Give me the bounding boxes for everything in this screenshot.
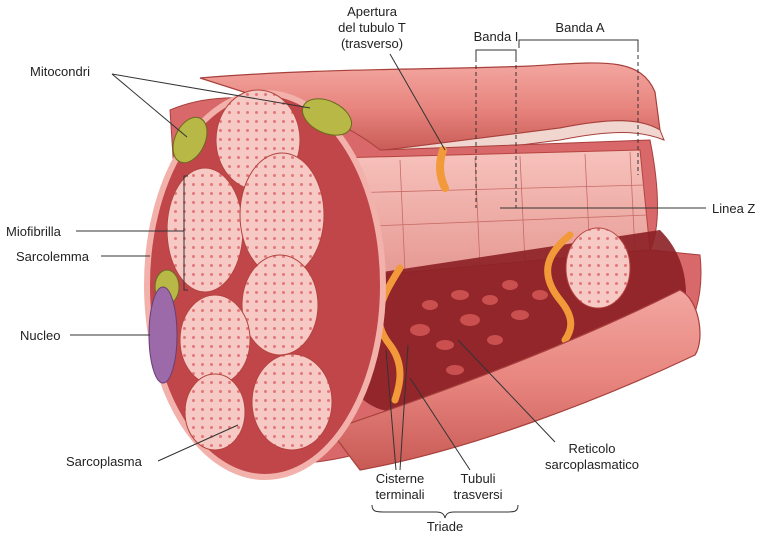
label-reticolo-line1: Reticolo	[569, 441, 616, 456]
label-banda-a: Banda A	[555, 20, 604, 35]
myofibril-section-right	[565, 227, 631, 309]
leader-mitocondri-2	[111, 73, 188, 138]
label-sarcolemma: Sarcolemma	[16, 249, 90, 264]
label-banda-i: Banda I	[474, 29, 519, 44]
t-tubule-left	[375, 264, 404, 404]
t-tubule-opening	[436, 146, 449, 192]
label-tubuli-line1: Tubuli	[461, 471, 496, 486]
label-apertura-line2: del tubulo T	[338, 20, 406, 35]
label-nucleo: Nucleo	[20, 328, 60, 343]
label-cisterne-line2: terminali	[375, 487, 424, 502]
label-linea-z: Linea Z	[712, 201, 755, 216]
nucleus	[148, 286, 178, 384]
bracket-banda-a	[518, 39, 639, 48]
sarcolemma-lower-sheet	[329, 289, 701, 471]
label-reticolo-line2: sarcoplasmatico	[545, 457, 639, 472]
label-miofibrilla: Miofibrilla	[6, 224, 62, 239]
label-mitocondri: Mitocondri	[30, 64, 90, 79]
leader-sarcoplasma	[157, 424, 239, 462]
label-apertura-line3: (trasverso)	[341, 36, 403, 51]
label-tubuli-line2: trasversi	[453, 487, 502, 502]
myofibril-sections	[166, 89, 333, 451]
leader-cisterne-1	[385, 349, 397, 471]
label-sarcoplasma: Sarcoplasma	[66, 454, 143, 469]
label-cisterne-line1: Cisterne	[376, 471, 424, 486]
leader-cisterne-2	[399, 344, 409, 471]
leader-apertura	[389, 53, 446, 151]
leader-reticolo	[457, 339, 556, 443]
reticulum-mesh	[410, 280, 548, 375]
bracket-banda-i	[475, 49, 517, 58]
label-triade: Triade	[427, 519, 463, 534]
t-tubule-right	[544, 231, 575, 344]
label-apertura-line1: Apertura	[347, 4, 398, 19]
leader-tubuli	[409, 377, 471, 471]
leader-mitocondri-1	[111, 73, 311, 109]
bracket-triade	[371, 504, 519, 519]
bracket-miofibrilla	[183, 175, 188, 291]
